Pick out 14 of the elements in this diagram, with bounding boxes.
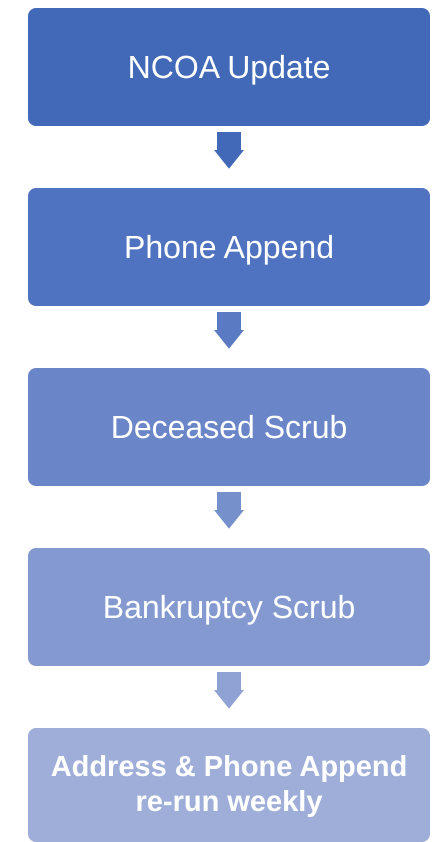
process-box xyxy=(28,548,430,666)
arrow xyxy=(214,132,244,169)
box-label: Phone Append xyxy=(124,228,334,266)
arrow xyxy=(214,312,244,349)
arrow xyxy=(214,672,244,709)
arrow xyxy=(214,492,244,529)
process-box xyxy=(28,8,430,126)
box-label: Bankruptcy Scrub xyxy=(102,588,356,626)
box-label: Address & Phone Append re-run weekly xyxy=(50,750,408,820)
process-box xyxy=(28,188,430,306)
box-label: Deceased Scrub xyxy=(110,408,348,446)
process-box xyxy=(28,368,430,486)
box-label: NCOA Update xyxy=(128,48,330,86)
process-box xyxy=(28,728,430,842)
